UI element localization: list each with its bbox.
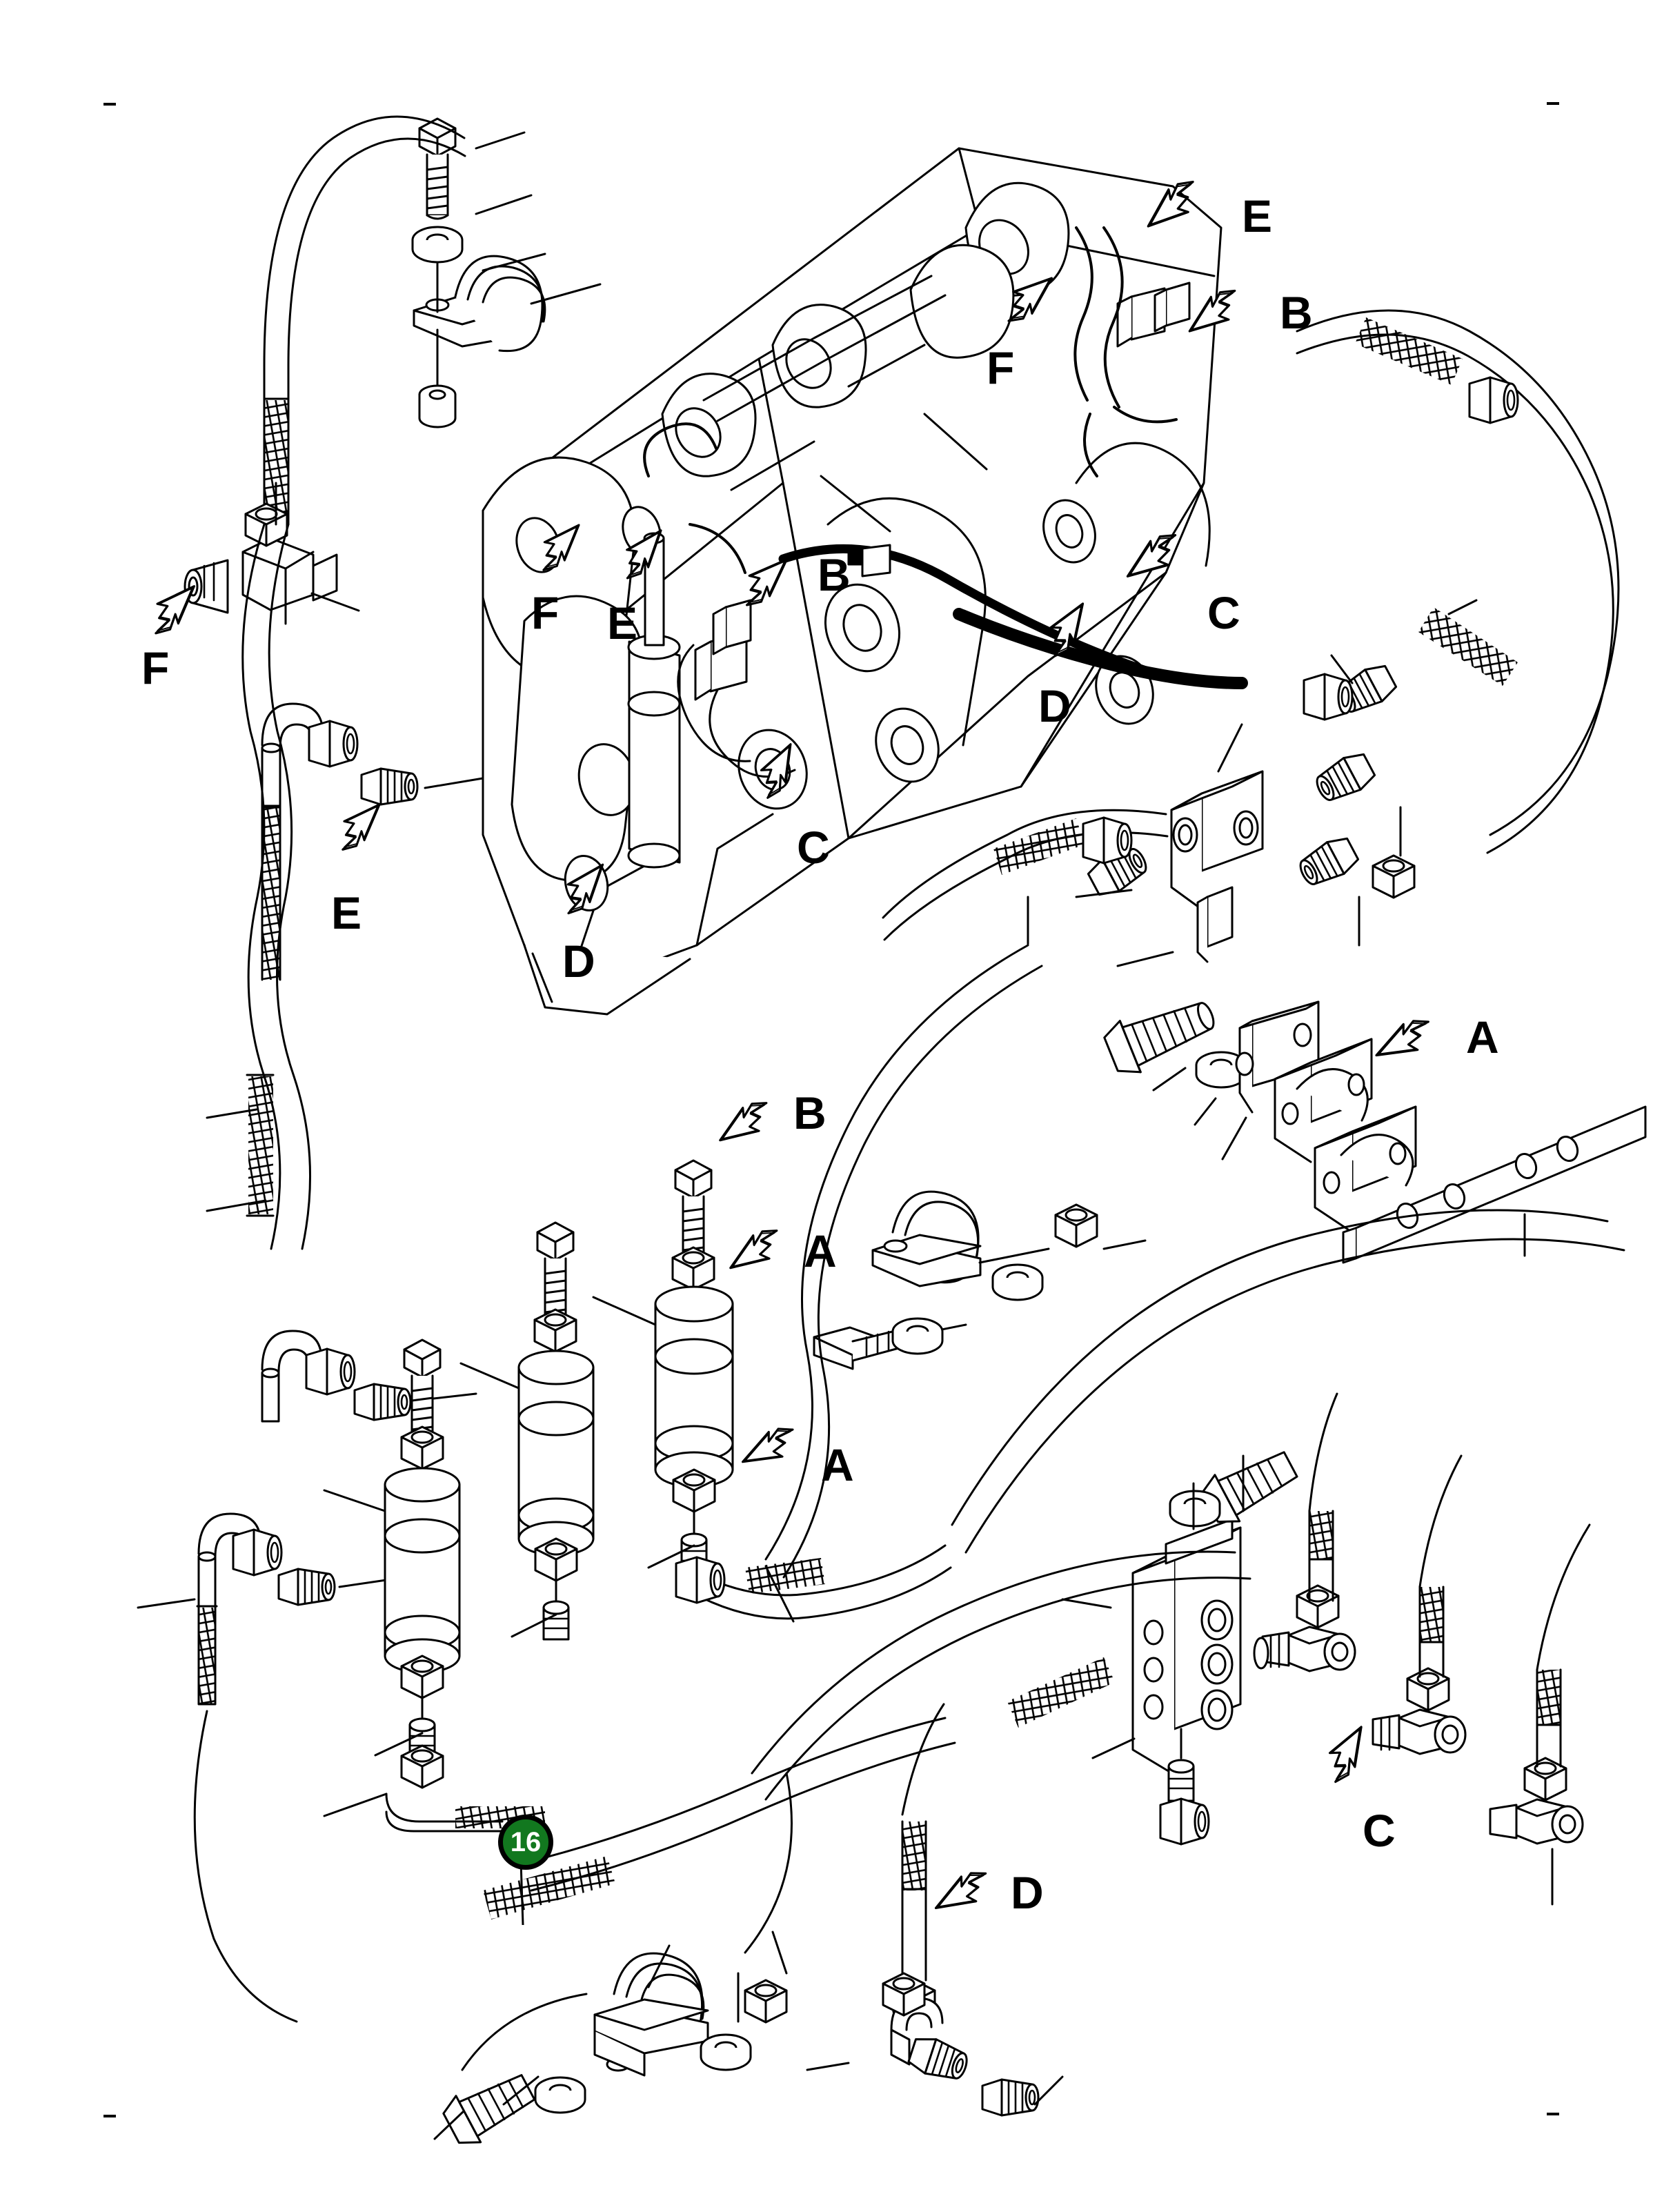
hose-frame-to-manifold xyxy=(764,944,1043,1623)
registration-mark xyxy=(1547,102,1559,105)
clamp-assembly-bottom xyxy=(433,1772,793,2144)
callout-label-c: C xyxy=(1207,587,1240,638)
hose-cyl-to-right xyxy=(675,1544,952,1620)
callout-label-d: D xyxy=(1011,1867,1044,1918)
callout-arrow-e xyxy=(626,529,662,580)
hose-sweep-lower-right xyxy=(751,1209,1625,1801)
callout-arrow-f xyxy=(542,524,580,571)
hose-bottom-left xyxy=(137,1512,388,2023)
callout-arrow-d xyxy=(566,863,604,915)
index-badge-16[interactable]: 16 xyxy=(498,1815,553,1870)
callout-label-b: B xyxy=(793,1087,826,1138)
frame-distributor-right xyxy=(1116,282,1191,348)
hose-run-left xyxy=(206,523,312,1250)
tee-fitting-f xyxy=(184,482,360,625)
clamp-mid xyxy=(813,1190,1147,1370)
callout-arrow-a xyxy=(1375,1020,1429,1057)
callout-label-b: B xyxy=(818,549,851,600)
frame-distributor-left xyxy=(677,599,796,778)
distributor-cylinders xyxy=(323,1159,734,1833)
elbow-mid-left xyxy=(261,1330,477,1423)
callout-label-c: C xyxy=(797,822,830,873)
callout-label-e: E xyxy=(607,598,638,649)
callout-label-c: C xyxy=(1363,1805,1396,1856)
callout-arrow-b xyxy=(719,1102,768,1142)
registration-mark xyxy=(103,103,116,106)
manifold-hose-fittings xyxy=(1253,1392,1591,1906)
callout-label-b: B xyxy=(1280,287,1313,338)
callout-label-d: D xyxy=(562,936,595,987)
clamp-block-assembly-a xyxy=(1103,1000,1647,1264)
callout-arrow-a xyxy=(741,1428,794,1463)
callout-label-a: A xyxy=(804,1225,837,1276)
junction-cube-block xyxy=(1075,723,1416,967)
registration-mark xyxy=(1547,2113,1559,2115)
callout-label-f: F xyxy=(531,587,560,638)
hose-elbow-left-e xyxy=(261,702,484,981)
callout-label-a: A xyxy=(1466,1011,1499,1063)
callout-arrow-d xyxy=(1049,602,1085,658)
clamp-assembly-top-left xyxy=(411,117,602,428)
callout-arrow-d xyxy=(934,1872,987,1910)
callout-label-d: D xyxy=(1038,680,1071,731)
callout-arrow-f xyxy=(1007,277,1053,322)
callout-arrow-c xyxy=(1328,1726,1363,1784)
frame-grease-cylinder xyxy=(627,532,681,869)
callout-arrow-f xyxy=(155,585,195,635)
hose-lower-mid xyxy=(483,1717,956,1919)
registration-mark xyxy=(103,2115,116,2117)
callout-arrow-b xyxy=(1188,289,1236,333)
hose-right-upper xyxy=(1296,309,1620,854)
callout-label-e: E xyxy=(1242,190,1273,241)
callout-label-e: E xyxy=(331,887,362,938)
callout-label-f: F xyxy=(141,642,170,693)
callout-label-f: F xyxy=(987,342,1015,393)
hose-loop-top-left xyxy=(263,115,466,526)
hose-elbow-bottom-d xyxy=(806,1703,1064,2117)
callout-label-a: A xyxy=(821,1439,854,1490)
callout-arrow-c xyxy=(760,743,792,799)
callout-arrow-c xyxy=(1126,534,1177,577)
callout-arrow-a xyxy=(729,1230,778,1270)
callout-arrow-e xyxy=(341,803,381,851)
callout-arrow-e xyxy=(1147,180,1194,228)
callout-arrow-b xyxy=(745,558,789,606)
hose-right-to-frame xyxy=(882,809,1169,945)
